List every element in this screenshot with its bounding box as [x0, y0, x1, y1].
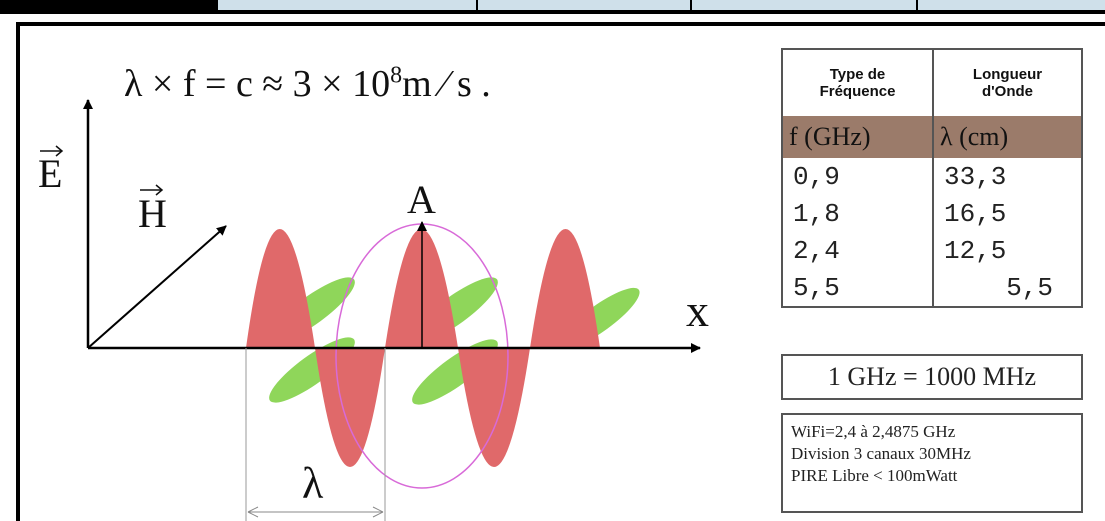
formula-exponent: 8 [390, 62, 403, 89]
header-line: Type de [829, 66, 886, 83]
top-bar [0, 0, 1105, 14]
wifi-notes-box: WiFi=2,4 à 2,4875 GHz Division 3 canaux … [781, 413, 1083, 513]
table-subheader-row: f (GHz) λ (cm) [783, 116, 1081, 158]
conversion-box: 1 GHz = 1000 MHz [781, 354, 1083, 400]
vector-arrow-icon [40, 145, 64, 157]
wavelength-label: λ [302, 459, 324, 508]
h-field-label: H [138, 191, 167, 236]
wavelength-cell: 5,5 [1006, 272, 1053, 303]
subheader-wavelength: λ (cm) [933, 116, 1081, 158]
wave-formula: λ × f = c ≈ 3 × 108m ⁄ s . [124, 62, 491, 106]
e-lobe-down [315, 348, 385, 467]
e-lobe-up [530, 229, 600, 348]
header-line: Fréquence [819, 83, 896, 100]
wifi-note: WiFi=2,4 à 2,4875 GHz [791, 422, 956, 441]
formula-unit: m ⁄ s . [402, 63, 491, 105]
frequency-cell: 2,4 [783, 232, 934, 269]
frequency-table: Type de Fréquence Longueur d'Onde f (GHz… [781, 48, 1083, 308]
header-line: d'Onde [981, 83, 1034, 100]
e-lobe-down [458, 348, 530, 467]
frequency-cell: 1,8 [783, 195, 934, 232]
wifi-note: PIRE Libre < 100mWatt [791, 466, 958, 485]
table-row: 5,5 5,5 [783, 269, 1081, 306]
header-wavelength: Longueur d'Onde [933, 50, 1081, 116]
header-frequency-type: Type de Fréquence [783, 50, 934, 116]
top-bar-cell [218, 0, 478, 10]
table-row: 2,4 12,5 [783, 232, 1081, 269]
frequency-cell: 5,5 [783, 269, 934, 306]
top-bar-cell [918, 0, 1105, 10]
table-header-row: Type de Fréquence Longueur d'Onde [783, 50, 1081, 116]
amplitude-label: A [407, 177, 436, 222]
top-bar-cell [0, 0, 218, 10]
wavelength-cell: 16,5 [944, 198, 1007, 229]
subheader-frequency: f (GHz) [783, 116, 934, 158]
top-bar-cell [478, 0, 692, 10]
x-axis-label: x [686, 285, 709, 336]
wavelength-cell: 12,5 [944, 235, 1007, 266]
header-line: Longueur [972, 66, 1043, 83]
vector-arrow-icon [140, 184, 164, 196]
e-field-label: E [38, 151, 63, 196]
h-axis [87, 225, 227, 349]
wifi-note: Division 3 canaux 30MHz [791, 444, 971, 463]
e-lobe-up [246, 229, 315, 348]
top-bar-cell [692, 0, 918, 10]
wavelength-cell: 33,3 [944, 161, 1007, 192]
wavelength-arrowheads [247, 506, 384, 518]
table-row: 0,9 33,3 [783, 158, 1081, 195]
table-row: 1,8 16,5 [783, 195, 1081, 232]
formula-main: λ × f = c ≈ 3 × 10 [124, 63, 391, 105]
frequency-cell: 0,9 [783, 158, 934, 195]
